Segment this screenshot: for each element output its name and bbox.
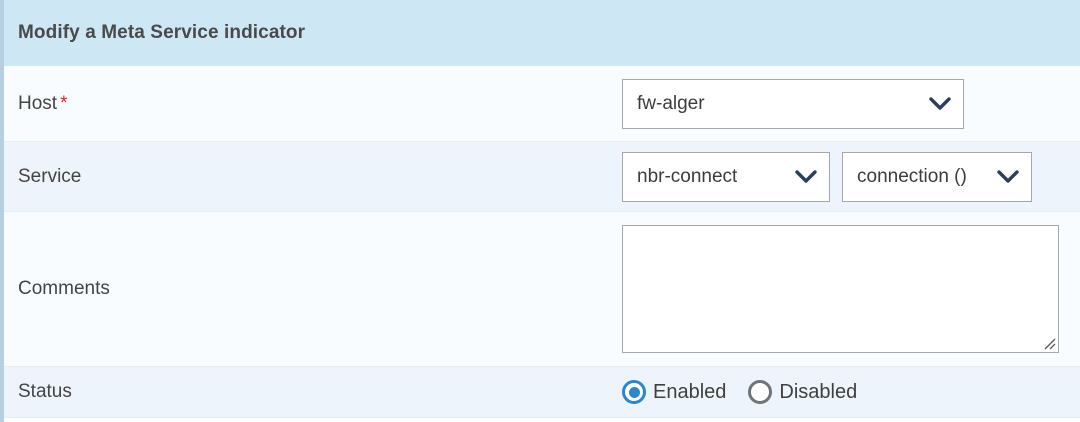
- comments-textarea[interactable]: [622, 225, 1059, 353]
- comments-label-text: Comments: [18, 278, 110, 299]
- radio-dot: [628, 386, 640, 398]
- host-label-text: Host: [18, 92, 58, 114]
- comments-label: Comments: [4, 278, 622, 300]
- form-row-service: Service nbr-connect connection (): [4, 142, 1080, 212]
- host-select[interactable]: fw-alger: [622, 78, 964, 129]
- service-select[interactable]: nbr-connect: [622, 151, 830, 202]
- service-label-text: Service: [18, 165, 82, 187]
- chevron-down-icon: [929, 96, 951, 111]
- host-label: Host*: [4, 93, 622, 115]
- status-radio-group: Enabled Disabled: [622, 380, 857, 404]
- status-radio-disabled[interactable]: Disabled: [748, 380, 857, 404]
- host-select-value: fw-alger: [637, 92, 705, 114]
- comments-field: [622, 225, 1080, 353]
- form-row-host: Host* fw-alger: [4, 66, 1080, 142]
- status-radio-enabled[interactable]: Enabled: [622, 380, 726, 404]
- service-item-select-value: connection (): [857, 165, 967, 187]
- service-select-value: nbr-connect: [637, 165, 738, 187]
- status-field: Enabled Disabled: [622, 380, 1080, 404]
- panel-header: Modify a Meta Service indicator: [4, 0, 1080, 66]
- resize-grip-icon[interactable]: [1042, 336, 1056, 350]
- status-radio-enabled-label: Enabled: [653, 380, 727, 403]
- chevron-down-icon: [997, 169, 1019, 184]
- radio-checked-icon: [622, 380, 646, 404]
- chevron-down-icon: [795, 169, 817, 184]
- service-label: Service: [4, 166, 622, 188]
- service-item-select[interactable]: connection (): [842, 151, 1032, 202]
- radio-unchecked-icon: [748, 380, 773, 404]
- status-label-text: Status: [18, 381, 72, 402]
- status-radio-disabled-label: Disabled: [779, 380, 858, 403]
- status-label: Status: [4, 381, 622, 403]
- required-asterisk: *: [60, 92, 68, 114]
- form-row-status: Status Enabled Disabled: [4, 367, 1080, 418]
- host-field: fw-alger: [622, 78, 1080, 129]
- page-title: Modify a Meta Service indicator: [18, 22, 306, 43]
- service-field: nbr-connect connection (): [622, 151, 1080, 202]
- form-row-comments: Comments: [4, 212, 1080, 367]
